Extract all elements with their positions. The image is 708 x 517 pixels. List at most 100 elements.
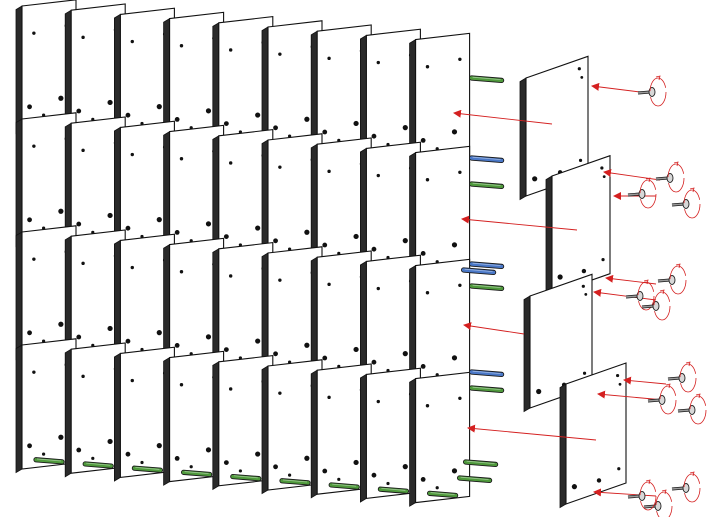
rotation-arrow-icon: [649, 75, 667, 107]
mounting-hole: [32, 370, 36, 374]
connector-rod: [82, 461, 114, 469]
mounting-hole: [174, 456, 180, 461]
grid-panel-r2-c6: [261, 133, 323, 269]
mounting-hole: [425, 404, 430, 408]
panel-edge: [545, 175, 553, 299]
mounting-hole: [107, 212, 113, 219]
mounting-hole: [27, 330, 32, 336]
grid-panel-r2-c3: [114, 120, 175, 256]
screw-icon-12: [643, 489, 673, 517]
mounting-hole: [81, 148, 85, 153]
grid-panel-r4-c8: [359, 367, 421, 503]
grid-panel-r1-c7: [310, 24, 372, 160]
mounting-hole: [371, 472, 377, 478]
mounting-hole: [458, 170, 462, 175]
connector-rod-protruding: [469, 155, 505, 163]
mounting-hole: [304, 455, 310, 461]
connector-rod: [328, 482, 360, 490]
mounting-hole: [353, 233, 359, 240]
screw-icon-1: [637, 75, 667, 107]
mounting-hole: [130, 265, 134, 270]
mounting-hole: [125, 225, 131, 231]
connector-rod: [427, 490, 459, 499]
panel-face: [415, 145, 471, 278]
mounting-hole: [601, 258, 605, 262]
rotation-arrow-icon: [655, 489, 673, 517]
mounting-hole: [557, 274, 563, 280]
mounting-hole: [600, 166, 604, 170]
mounting-hole: [179, 157, 184, 161]
mounting-hole: [58, 321, 64, 327]
mounting-hole: [458, 396, 462, 401]
mounting-hole: [27, 217, 32, 223]
rotation-arrow-icon: [669, 263, 687, 295]
mounting-hole: [376, 399, 380, 404]
mounting-hole: [371, 133, 377, 139]
screw-icon-3: [627, 177, 657, 209]
panel-face: [551, 154, 611, 295]
mounting-hole: [322, 242, 328, 248]
mounting-hole: [174, 230, 180, 235]
panel-face: [565, 362, 627, 505]
mounting-hole: [304, 229, 310, 235]
grid-panel-r4-c6: [261, 359, 323, 495]
mounting-hole: [223, 121, 229, 127]
rotation-arrow-icon: [683, 187, 701, 219]
mounting-hole: [337, 477, 341, 481]
panel-edge: [64, 348, 72, 478]
mounting-hole: [228, 274, 233, 278]
mounting-hole: [376, 60, 380, 65]
mounting-hole: [386, 481, 390, 486]
assembly-arrow-icon: [467, 424, 597, 441]
connector-rod-protruding: [463, 459, 499, 467]
assembly-arrow-icon: [623, 376, 667, 385]
screw-icon-13: [627, 479, 657, 511]
grid-panel-r1-c8: [359, 28, 421, 164]
panel-face: [415, 258, 471, 391]
mounting-hole: [205, 108, 212, 114]
assembly-arrow-icon: [605, 274, 657, 285]
assembly-arrow-icon: [453, 109, 553, 125]
mounting-hole: [156, 330, 162, 336]
mounting-hole: [402, 351, 408, 357]
connector-rod: [230, 473, 262, 482]
mounting-hole: [616, 373, 620, 378]
mounting-hole: [223, 460, 229, 466]
panel-face: [415, 371, 471, 504]
screw-icon-2: [655, 161, 685, 193]
mounting-hole: [140, 460, 144, 465]
mounting-hole: [107, 325, 113, 332]
panel-face: [415, 32, 471, 165]
mounting-hole: [353, 120, 359, 127]
mounting-hole: [376, 173, 380, 178]
mounting-hole: [174, 117, 180, 122]
mounting-hole: [273, 464, 278, 470]
assembly-arrow-icon: [593, 288, 657, 301]
mounting-hole: [174, 343, 180, 348]
mounting-hole: [81, 261, 85, 266]
rotation-arrow-icon: [667, 161, 685, 193]
mounting-hole: [179, 44, 184, 48]
mounting-hole: [420, 251, 426, 256]
rotation-arrow-icon: [659, 383, 677, 415]
mounting-hole: [223, 234, 229, 240]
mounting-hole: [179, 270, 184, 274]
rotation-arrow-icon: [637, 279, 655, 311]
mounting-hole: [255, 225, 261, 231]
screw-icon-4: [671, 187, 701, 219]
mounting-hole: [322, 129, 328, 135]
rotation-arrow-icon: [683, 471, 701, 503]
connector-rod: [181, 469, 213, 478]
connector-rod-protruding: [469, 181, 505, 189]
mounting-hole: [451, 242, 458, 248]
mounting-hole: [205, 447, 212, 453]
grid-panel-r3-c5: [212, 241, 274, 378]
mounting-hole: [532, 176, 538, 182]
mounting-hole: [156, 104, 162, 110]
mounting-hole: [238, 469, 242, 473]
mounting-hole: [81, 35, 85, 40]
mounting-hole: [223, 347, 229, 353]
connector-rod-protruding: [469, 261, 505, 269]
mounting-hole: [458, 57, 462, 62]
